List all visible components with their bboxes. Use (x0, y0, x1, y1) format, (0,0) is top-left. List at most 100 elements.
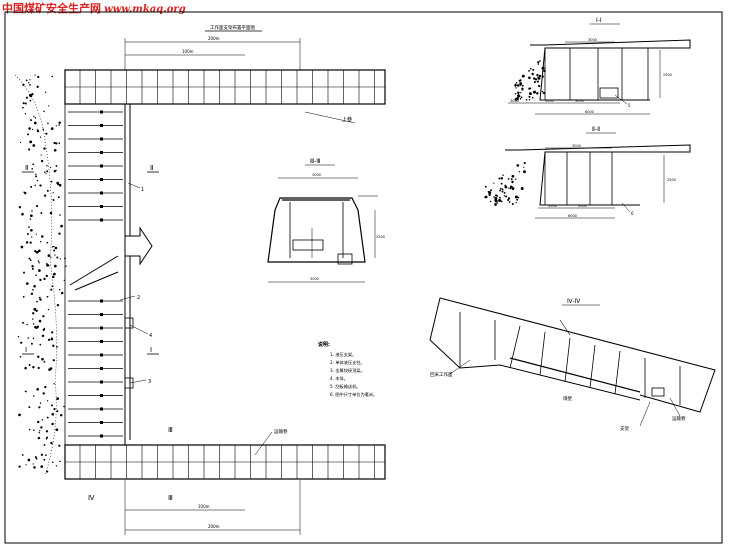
rib-dot (33, 115, 35, 117)
rubble-dot (498, 177, 501, 180)
rib-dot (31, 167, 34, 170)
rib-dot (42, 128, 45, 131)
rib-dot (32, 463, 34, 465)
rib-dot (48, 368, 51, 371)
section-I-dim-seg1: 3000 (510, 99, 519, 103)
rib-dot (31, 128, 34, 131)
rubble-dot (501, 190, 504, 193)
rib-dot (60, 224, 63, 228)
rib-dot (48, 105, 50, 107)
rib-dot (49, 211, 53, 215)
callout-1-leader (127, 182, 141, 189)
rubble-dot (519, 97, 522, 100)
rib-dot (39, 240, 42, 243)
rubble-dot (523, 162, 526, 165)
callout-2: 2 (137, 295, 140, 301)
rib-dot (38, 431, 40, 434)
rubble-dot (541, 66, 545, 70)
section-I-dim-total-label: 6000 (585, 110, 594, 114)
face-prop (100, 380, 103, 384)
rib-dot (35, 274, 37, 276)
rib-dot (45, 173, 47, 175)
rib-dot (40, 453, 44, 456)
rib-dot (59, 413, 63, 417)
rubble-dot (503, 191, 506, 194)
rib-dot (31, 236, 33, 238)
section-I-dim-seg2: 3000 (545, 99, 554, 103)
coal-rib-hatch (17, 74, 67, 473)
rib-dot (50, 127, 54, 130)
face-prop (100, 218, 103, 222)
rib-dot (51, 285, 54, 288)
note-item-1: 1. 液压支架。 (330, 351, 356, 358)
rib-dot (44, 385, 47, 389)
rib-dot (46, 170, 49, 173)
rib-dot (18, 413, 21, 417)
rib-dot (32, 318, 34, 320)
rib-dot (32, 365, 35, 369)
rubble-dot (505, 185, 507, 188)
rib-dot (22, 295, 25, 298)
rubble-dot (518, 171, 521, 173)
plan-title: 工作面支架布置平面图 (210, 24, 255, 31)
rubble-dot (520, 92, 522, 94)
rib-dot (58, 183, 62, 187)
rib-dot (51, 331, 54, 334)
rib-dot (43, 443, 46, 446)
rib-dot (46, 416, 49, 419)
section-II-callout-leader (621, 202, 631, 213)
section-I-dim-top-label: 3000 (588, 38, 597, 42)
rubble-dot (518, 79, 521, 82)
rubble-dot (521, 84, 524, 87)
coal-rib-outline (14, 74, 57, 476)
rubble-dot (531, 72, 534, 76)
rib-dot (47, 338, 51, 341)
rib-dot (24, 366, 27, 370)
rib-dot (28, 127, 31, 130)
face-prop (100, 394, 103, 397)
rib-dot (39, 278, 42, 282)
rib-dot (32, 323, 35, 325)
top-roadway-label: 上巷 (342, 116, 352, 123)
rib-dot (50, 256, 52, 259)
rib-dot (34, 117, 37, 119)
top-roadway-leader (304, 111, 356, 124)
rib-dot (31, 210, 33, 212)
rib-dot (43, 110, 45, 113)
rubble-dot (502, 174, 504, 176)
rib-dot (53, 272, 56, 276)
rib-dot (29, 218, 32, 220)
section-IV-label-left-leader (449, 359, 471, 375)
face-prop (100, 178, 103, 181)
rib-dot (24, 112, 27, 115)
section-IV-support-6 (589, 344, 596, 389)
section-II-dim-seg2: 3000 (578, 204, 587, 208)
section-II-outline (505, 144, 691, 206)
rib-dot (50, 288, 53, 291)
rubble-dot (494, 203, 497, 206)
rib-dot (46, 189, 49, 192)
rib-dot (30, 185, 33, 188)
section-IV-roof (439, 297, 716, 413)
rubble-dot (493, 182, 495, 184)
face-prop (100, 434, 103, 438)
rib-dot (37, 260, 40, 262)
top-roadway-grid (65, 70, 385, 104)
rubble-dot (521, 88, 524, 91)
callout-4-leader (129, 324, 149, 335)
rib-dot (25, 241, 29, 244)
rib-dot (18, 206, 22, 209)
rib-dot (34, 184, 36, 187)
rib-dot (38, 319, 42, 323)
rubble-dot (515, 201, 517, 204)
rubble-dot (520, 96, 523, 99)
rubble-dot (493, 196, 495, 198)
rib-dot (31, 92, 34, 96)
rib-dot (30, 292, 34, 296)
rib-dot (39, 343, 42, 346)
section-IV-support-3 (509, 325, 521, 369)
rubble-dot (514, 83, 517, 86)
face-prop (100, 137, 103, 141)
rubble-dot (494, 194, 498, 197)
section-I-callout: 5 (628, 103, 631, 108)
